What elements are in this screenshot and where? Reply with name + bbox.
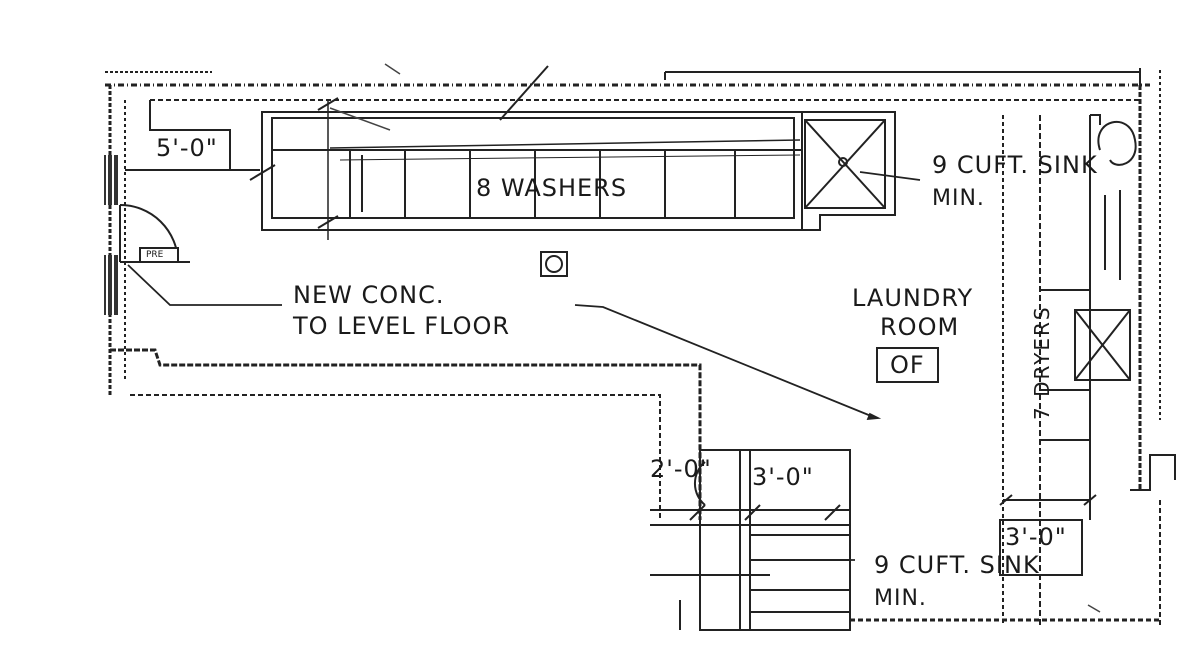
washer-counter: [249, 65, 896, 240]
new-conc-label-line1: NEW CONC.: [293, 281, 445, 309]
dimension-3ft-left-label: 3'-0": [752, 463, 814, 491]
washers-label: 8 WASHERS: [476, 174, 628, 202]
floor-drain-icon: [540, 251, 568, 277]
sink-top-label: 9 CUFT. SINK: [932, 151, 1098, 179]
sink-bottom-label: 9 CUFT. SINK: [874, 551, 1040, 579]
top-wall: [105, 68, 1150, 101]
door-tag-label: PRE: [146, 250, 164, 260]
sink-bottom-min-label: MIN.: [874, 586, 927, 611]
dryers-label: 7 DRYERS: [1030, 305, 1054, 420]
left-wall: [104, 85, 126, 395]
dimension-2ft-label: 2'-0": [650, 455, 712, 483]
alcove-outline: [125, 100, 260, 171]
door-swing: [119, 204, 190, 263]
stray-marks: [329, 63, 1101, 613]
stair-and-sink-section: [650, 449, 1160, 631]
room-boundary-wall: [110, 348, 702, 520]
dryer-bank: [999, 70, 1176, 625]
dimension-5ft-label: 5'-0": [156, 134, 218, 162]
room-tag-label: OF: [876, 347, 939, 383]
new-conc-label-line2: TO LEVEL FLOOR: [293, 312, 511, 340]
sink-top-min-label: MIN.: [932, 186, 985, 211]
room-name-line1: LAUNDRY: [852, 284, 974, 312]
room-name-line2: ROOM: [880, 313, 960, 341]
dimension-3ft-right-label: 3'-0": [1005, 523, 1067, 551]
